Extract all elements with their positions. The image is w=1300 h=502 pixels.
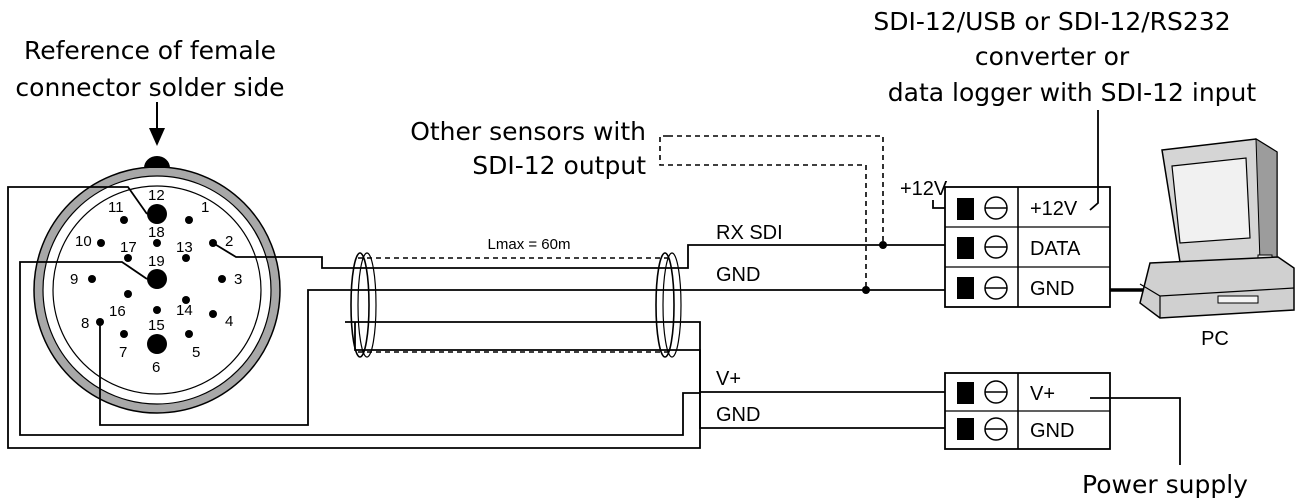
wire-pin-8 (99, 289, 868, 426)
pin-15-dot (153, 306, 161, 314)
pin-5-dot (185, 330, 193, 338)
pin-9-dot (88, 275, 96, 283)
other-sensors-line-1: Other sensors with (410, 117, 646, 146)
pin-label-6: 6 (152, 359, 160, 376)
pin-11-dot (120, 216, 128, 224)
screw-icon (984, 196, 1008, 220)
converter-caption-line-2: converter or (975, 42, 1130, 71)
wire-plus-12v (932, 200, 945, 209)
terminal-clamp-icon (957, 418, 974, 440)
connector-caption-line-2: connector solder side (15, 73, 284, 102)
pin-16-dot (124, 290, 132, 298)
converter-caption-line-3: data logger with SDI-12 input (888, 78, 1257, 107)
pc-icon (1139, 138, 1295, 319)
wire-label-gnd-power: GND (716, 404, 760, 426)
pin-label-18: 18 (148, 224, 165, 241)
pin-label-7: 7 (119, 344, 127, 361)
connector-wires (7, 186, 945, 449)
pin-label-16: 16 (109, 303, 126, 320)
power-supply-leader-line (1090, 397, 1181, 465)
connector-caption-line-1: Reference of female (24, 36, 276, 65)
pin-label-17: 17 (120, 239, 137, 256)
converter-terminal-block: +12V DATA GND (944, 186, 1111, 308)
converter-terminal-plus-12v: +12V (1030, 198, 1078, 220)
pin-label-14: 14 (176, 302, 193, 319)
pin-label-5: 5 (192, 344, 200, 361)
pin-label-13: 13 (176, 239, 193, 256)
terminal-clamp-icon (957, 198, 974, 220)
pin-label-19: 19 (148, 253, 165, 270)
cable-ring-right (655, 252, 675, 358)
pin-label-1: 1 (201, 199, 209, 216)
wire-pin-19 (19, 261, 700, 436)
cable-ring-left (350, 252, 370, 358)
pin-13-dot (182, 254, 190, 262)
pin-18-dot (153, 239, 161, 247)
power-terminal-gnd: GND (1030, 420, 1074, 442)
power-terminal-v-plus: V+ (1030, 383, 1055, 405)
down-arrow-icon (149, 102, 165, 146)
other-sensors-line-2: SDI-12 output (472, 151, 646, 180)
terminal-clamp-icon (957, 237, 974, 259)
pin-label-2: 2 (225, 233, 233, 250)
wire-label-v-plus: V+ (716, 368, 741, 390)
pin-1-dot (185, 216, 193, 224)
pc-label: PC (1201, 328, 1229, 350)
pin-label-3: 3 (234, 271, 242, 288)
wire-label-gnd-signal: GND (716, 264, 760, 286)
pin-12-dot (147, 204, 167, 224)
pin-10-dot (97, 239, 105, 247)
other-sensors-lines: Other sensors with SDI-12 output (410, 117, 884, 290)
pin-6-dot (147, 334, 167, 354)
pin-19-dot (147, 269, 167, 289)
converter-terminal-data: DATA (1030, 238, 1081, 260)
screw-icon (984, 417, 1008, 441)
power-supply-label: Power supply (1082, 470, 1248, 499)
terminal-clamp-icon (957, 382, 974, 404)
wire-gnd-power (699, 350, 945, 429)
cable-bundle: Lmax = 60m (345, 236, 682, 358)
converter-terminal-gnd: GND (1030, 278, 1074, 300)
pin-label-12: 12 (148, 187, 165, 204)
wire-pin-2 (212, 242, 945, 269)
pin-7-dot (120, 330, 128, 338)
converter-caption-line-1: SDI-12/USB or SDI-12/RS232 (873, 7, 1230, 36)
screw-icon (984, 276, 1008, 300)
connector-key-notch (144, 156, 170, 168)
junction-data (879, 241, 887, 249)
female-connector: 1 2 3 4 5 6 7 8 9 10 11 12 13 14 15 16 1… (33, 156, 281, 414)
wire-label-plus-12v: +12V (900, 178, 948, 200)
pin-3-dot (218, 275, 226, 283)
pin-17-dot (124, 254, 132, 262)
converter-leader-line (1089, 110, 1099, 211)
pin-label-4: 4 (225, 313, 233, 330)
screw-icon (984, 235, 1008, 259)
pin-label-9: 9 (70, 271, 78, 288)
pin-label-11: 11 (108, 199, 124, 216)
pin-14-dot (182, 296, 190, 304)
screw-icon (984, 380, 1008, 404)
pin-label-10: 10 (75, 233, 92, 250)
terminal-clamp-icon (957, 277, 974, 299)
wire-label-rx-sdi: RX SDI (716, 222, 783, 244)
pin-label-15: 15 (148, 317, 165, 334)
pin-label-8: 8 (81, 315, 89, 332)
wire-pin-12 (7, 186, 701, 449)
cable-length-label: Lmax = 60m (488, 236, 571, 253)
power-terminal-block: V+ GND (944, 372, 1111, 450)
pin-4-dot (209, 310, 217, 318)
